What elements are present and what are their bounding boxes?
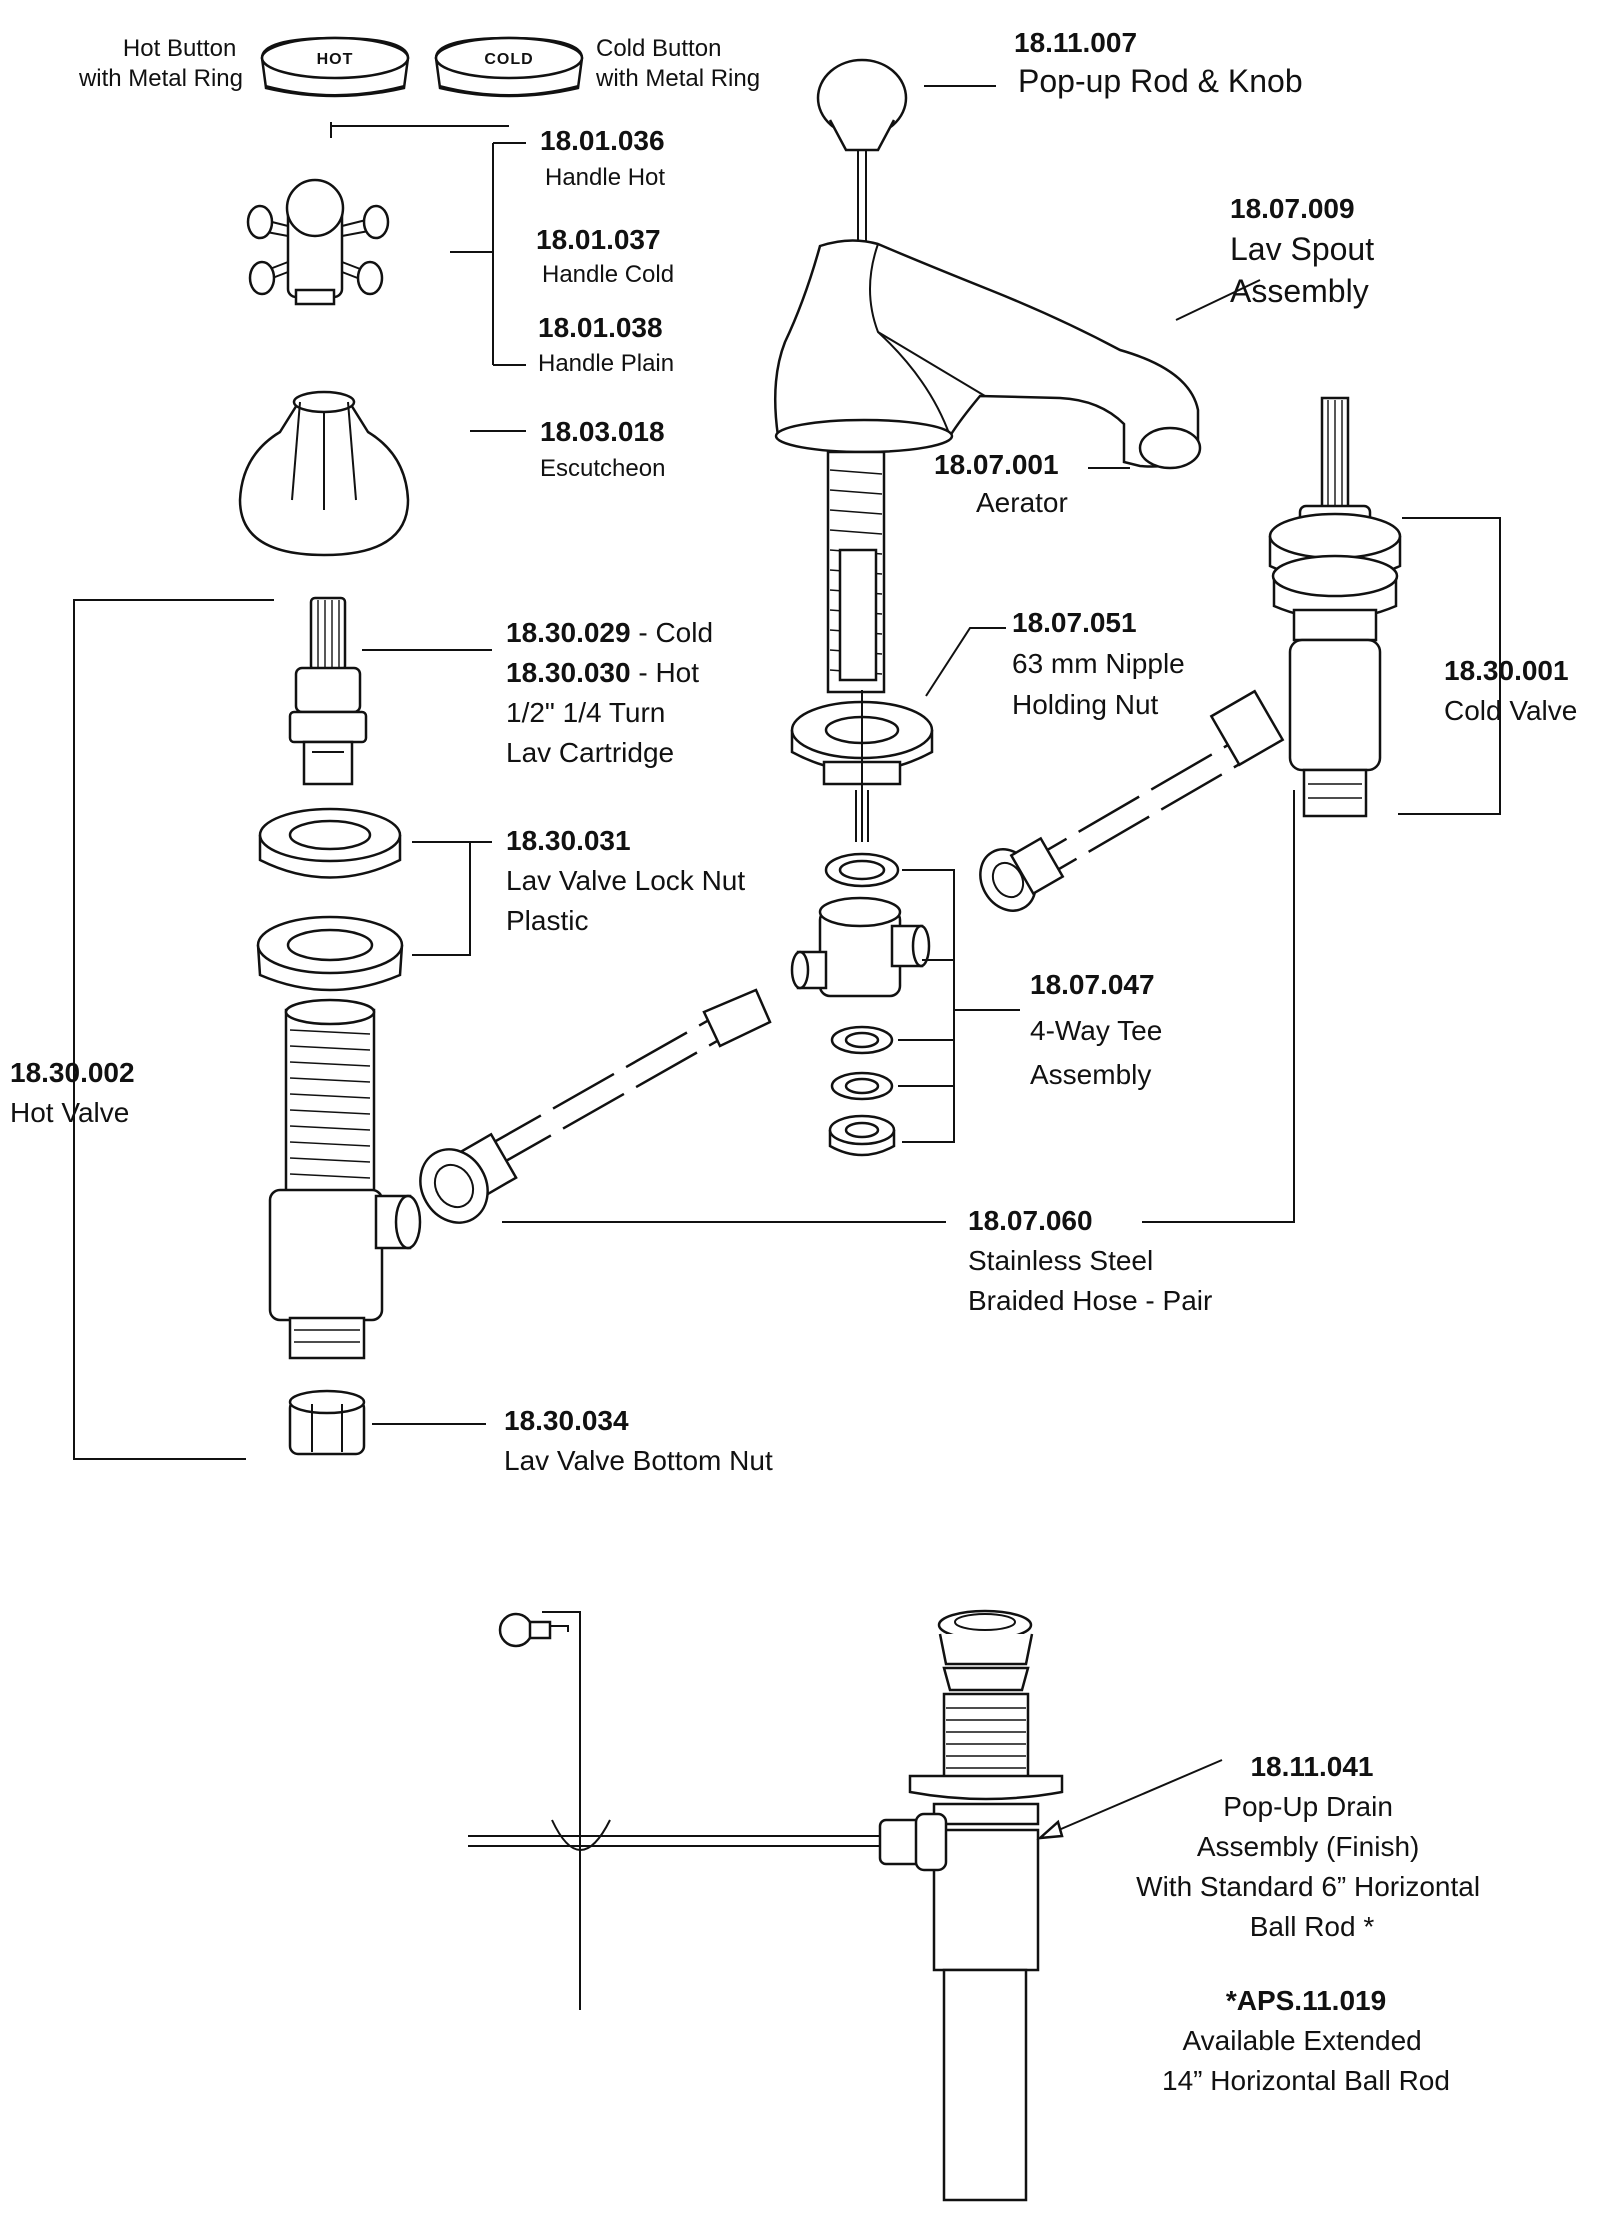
handle-callout-bracket [450, 142, 526, 366]
nipple-nut-desc: 63 mm Nipple Holding Nut [1012, 648, 1193, 720]
handle-hot-desc: Handle Hot [545, 164, 665, 191]
lock-nut-number: 18.30.031 [506, 825, 631, 856]
cold-valve-number: 18.30.001 [1444, 655, 1569, 686]
handle-hot-number: 18.01.036 [540, 125, 665, 156]
tee-number: 18.07.047 [1030, 969, 1155, 1000]
button-bracket-line [330, 122, 509, 138]
tee-washer-1-part [830, 1025, 894, 1055]
lock-nut-part [258, 807, 402, 879]
aerator-number: 18.07.001 [934, 449, 1059, 480]
bottom-nut-part [288, 1389, 366, 1456]
cold-valve-bracket [1398, 517, 1501, 815]
cartridge-desc: 1/2" 1/4 Turn Lav Cartridge [506, 697, 674, 768]
escutcheon-number: 18.03.018 [540, 416, 665, 447]
cross-handle-part [246, 178, 390, 306]
pop-up-rod-desc: Pop-up Rod & Knob [1018, 63, 1303, 99]
pivot-clevis-part [498, 1611, 611, 2010]
extended-rod-number: *APS.11.019 [1226, 1985, 1386, 2016]
lock-nut-bracket [412, 841, 492, 956]
hot-button-label: Hot Button with Metal Ring [78, 35, 243, 92]
hot-valve-desc: Hot Valve [10, 1097, 129, 1128]
hot-valve-bracket [73, 599, 274, 1460]
drain-leader-arrow [1036, 1819, 1064, 1840]
hot-hose-part [419, 988, 772, 1224]
horizontal-ball-rod-part [468, 1835, 880, 1847]
handle-plain-desc: Handle Plain [538, 350, 674, 377]
cold-button-label: Cold Button with Metal Ring [595, 35, 760, 92]
handle-plain-number: 18.01.038 [538, 312, 663, 343]
pop-up-knob-part [816, 58, 908, 250]
drain-leader [1039, 1759, 1223, 1839]
tee-nut-part [828, 1114, 896, 1157]
handle-cold-desc: Handle Cold [542, 261, 674, 288]
cold-valve-desc: Cold Valve [1444, 695, 1577, 726]
bottom-nut-number: 18.30.034 [504, 1405, 629, 1436]
hose-leader [502, 790, 1295, 1223]
tee-washer-2-part [830, 1071, 894, 1101]
cold-hose-part [979, 689, 1285, 912]
spout-nipple-part [826, 450, 886, 694]
hot-valve-body-part [268, 998, 422, 1360]
lav-spout-part [774, 239, 1202, 470]
tee-desc: 4-Way Tee Assembly [1030, 1015, 1170, 1090]
lav-spout-desc: Lav Spout Assembly [1230, 231, 1382, 309]
tee-bracket [898, 869, 1020, 1143]
hose-desc: Stainless Steel Braided Hose - Pair [968, 1245, 1212, 1316]
escutcheon-desc: Escutcheon [540, 455, 665, 482]
pop-up-rod-number: 18.11.007 [1014, 27, 1137, 58]
cold-cap-text: COLD [484, 51, 533, 68]
spout-leader [1175, 279, 1261, 321]
aerator-desc: Aerator [976, 487, 1068, 518]
hot-valve-number: 18.30.002 [10, 1057, 135, 1088]
hot-button-part: HOT [260, 36, 410, 98]
escutcheon-part [238, 390, 410, 557]
nipple-nut-leader [925, 627, 1006, 697]
cold-valve-part [1268, 396, 1402, 818]
drain-number: 18.11.041 [1250, 1751, 1373, 1782]
drain-desc: Pop-Up Drain Assembly (Finish) With Stan… [1136, 1791, 1488, 1942]
flange-washer-part [256, 915, 404, 992]
extended-rod-desc: Available Extended 14” Horizontal Ball R… [1162, 2025, 1450, 2096]
bottom-nut-desc: Lav Valve Bottom Nut [504, 1445, 773, 1476]
pop-up-drain-part [878, 1609, 1064, 2202]
tee-o-ring-part [824, 852, 900, 888]
nipple-nut-number: 18.07.051 [1012, 607, 1137, 638]
handle-cold-number: 18.01.037 [536, 224, 661, 255]
cold-button-part: COLD [434, 36, 584, 98]
four-way-tee-part [790, 896, 931, 998]
lock-nut-desc: Lav Valve Lock Nut Plastic [506, 865, 753, 936]
cartridge-numbers: 18.30.029 - Cold 18.30.030 - Hot [506, 617, 721, 688]
hose-number: 18.07.060 [968, 1205, 1093, 1236]
hot-cap-text: HOT [317, 51, 354, 68]
lav-spout-number: 18.07.009 [1230, 193, 1355, 224]
cartridge-part [288, 596, 368, 786]
